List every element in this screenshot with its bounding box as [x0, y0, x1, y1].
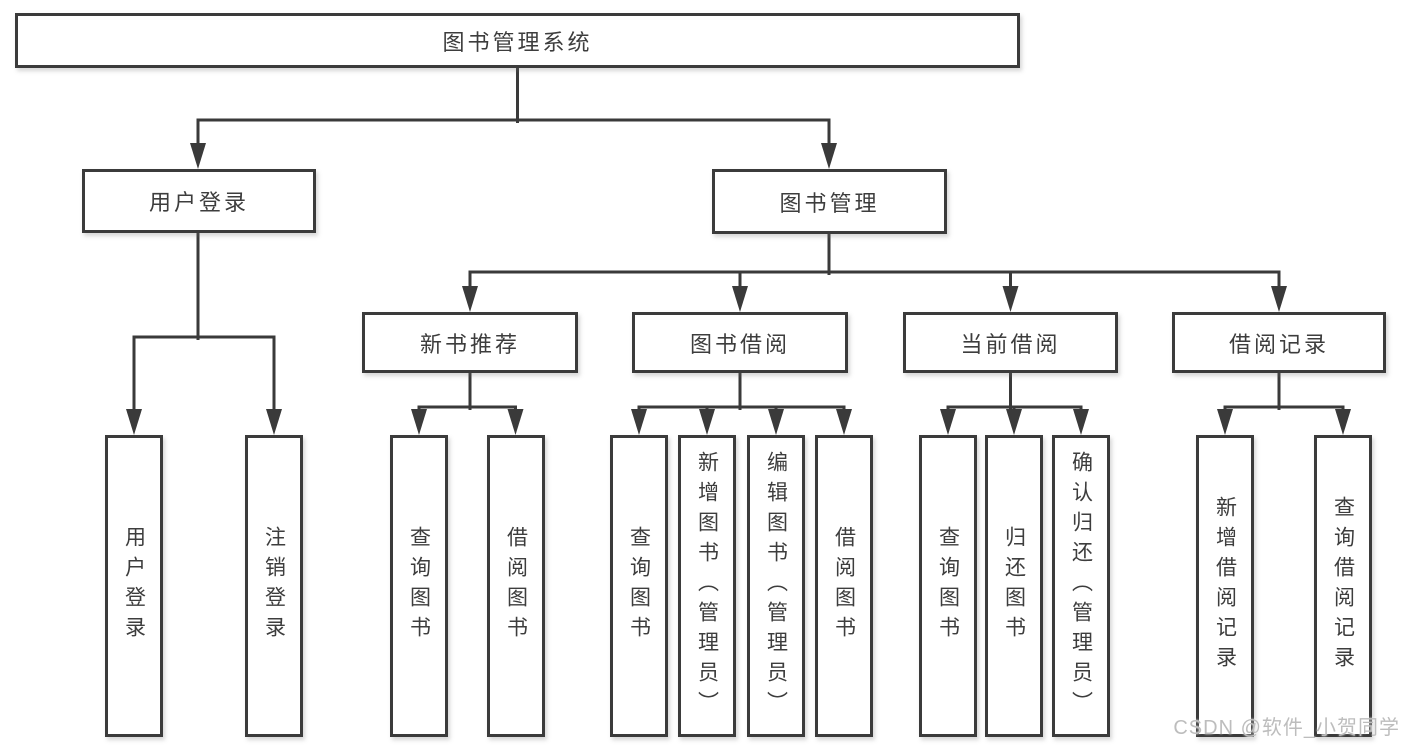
- node-leaf-query-books-recommend: 查询图书: [390, 435, 448, 737]
- node-borrowing-records-label: 借阅记录: [1228, 331, 1329, 357]
- node-user-login-label: 用户登录: [148, 190, 249, 215]
- node-leaf-logout-label: 注销登录: [262, 526, 286, 646]
- node-current-borrowing-label: 当前借阅: [960, 331, 1061, 357]
- node-leaf-confirm-return-admin-label: 确认归还（管理员）: [1069, 451, 1093, 721]
- node-leaf-borrow-books-recommend-label: 借阅图书: [504, 526, 528, 646]
- node-leaf-return-books: 归还图书: [985, 435, 1043, 737]
- node-leaf-query-books-current-label: 查询图书: [936, 526, 960, 646]
- node-book-borrowing: 图书借阅: [632, 312, 848, 373]
- node-leaf-add-borrow-record: 新增借阅记录: [1196, 435, 1254, 737]
- node-leaf-logout: 注销登录: [245, 435, 303, 737]
- node-leaf-borrow-books-borrowing-label: 借阅图书: [832, 526, 856, 646]
- node-book-borrowing-label: 图书借阅: [689, 331, 790, 357]
- node-leaf-query-books-recommend-label: 查询图书: [407, 526, 431, 646]
- node-leaf-edit-books-admin-label: 编辑图书（管理员）: [764, 451, 788, 721]
- node-leaf-user-login: 用户登录: [105, 435, 163, 737]
- node-library-system: 图书管理系统: [15, 13, 1020, 68]
- node-leaf-add-books-admin: 新增图书（管理员）: [678, 435, 736, 737]
- node-user-login: 用户登录: [82, 169, 316, 233]
- node-leaf-query-borrow-record-label: 查询借阅记录: [1331, 496, 1355, 676]
- node-leaf-query-borrow-record: 查询借阅记录: [1314, 435, 1372, 737]
- node-leaf-return-books-label: 归还图书: [1002, 526, 1026, 646]
- node-leaf-query-books-current: 查询图书: [919, 435, 977, 737]
- node-book-management-label: 图书管理: [779, 190, 880, 216]
- csdn-watermark: CSDN @软件_小贺同学: [1173, 717, 1400, 739]
- node-current-borrowing: 当前借阅: [903, 312, 1118, 373]
- node-leaf-borrow-books-borrowing: 借阅图书: [815, 435, 873, 737]
- node-leaf-query-books-borrowing: 查询图书: [610, 435, 668, 737]
- node-new-book-recommend: 新书推荐: [362, 312, 578, 373]
- node-leaf-add-borrow-record-label: 新增借阅记录: [1213, 496, 1237, 676]
- node-leaf-edit-books-admin: 编辑图书（管理员）: [747, 435, 805, 737]
- node-library-system-label: 图书管理系统: [442, 29, 593, 55]
- node-leaf-user-login-label: 用户登录: [122, 526, 146, 646]
- node-new-book-recommend-label: 新书推荐: [419, 331, 520, 357]
- node-leaf-borrow-books-recommend: 借阅图书: [487, 435, 545, 737]
- node-leaf-query-books-borrowing-label: 查询图书: [627, 526, 651, 646]
- node-book-management: 图书管理: [712, 169, 947, 234]
- node-borrowing-records: 借阅记录: [1172, 312, 1386, 373]
- node-leaf-add-books-admin-label: 新增图书（管理员）: [695, 451, 719, 721]
- node-leaf-confirm-return-admin: 确认归还（管理员）: [1052, 435, 1110, 737]
